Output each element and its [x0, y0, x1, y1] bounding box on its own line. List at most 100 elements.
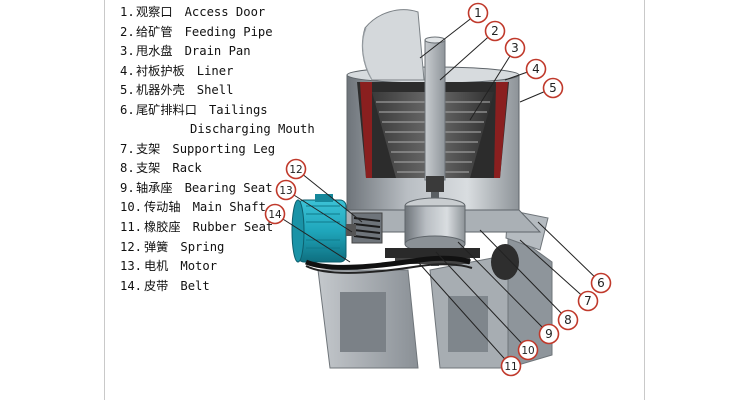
callout-number: 6 — [597, 276, 605, 290]
legend-item-continuation: Discharging Mouth — [120, 120, 315, 140]
legend-number: 4. — [120, 63, 135, 78]
legend-chinese-label: 观察口 — [136, 5, 173, 19]
legend-english-label: Rubber Seat — [192, 220, 274, 235]
legend-english-label: Motor — [180, 259, 218, 274]
callout-number: 13 — [279, 185, 292, 197]
legend-english-label: Access Door — [184, 5, 266, 19]
callout-circle — [557, 309, 579, 331]
callout-circle — [538, 323, 560, 345]
callout-number: 5 — [549, 81, 557, 95]
callout-8: 8 — [557, 309, 579, 331]
legend-english-label: Main Shaft — [192, 200, 266, 215]
legend-number: 12. — [120, 239, 143, 254]
callout-circle — [484, 20, 506, 42]
legend-chinese-label: 轴承座 — [136, 180, 173, 195]
callout-circle — [500, 355, 522, 377]
legend-number: 7. — [120, 141, 135, 156]
callout-number: 1 — [474, 6, 482, 20]
legend-item: 12.弹簧 Spring — [120, 238, 315, 258]
legend-item: 2.给矿管 Feeding Pipe — [120, 23, 315, 43]
callout-circle — [264, 203, 286, 225]
callout-number: 10 — [521, 345, 534, 357]
frame-right-line — [644, 0, 645, 400]
legend-number: 6. — [120, 102, 135, 117]
legend-chinese-label: 机器外壳 — [136, 83, 185, 98]
callout-circle — [542, 77, 564, 99]
feeding-pipe — [424, 36, 446, 181]
legend-chinese-label: 橡胶座 — [144, 220, 181, 235]
legend-english-label: Belt — [180, 278, 210, 293]
legend-english-label: Tailings — [208, 102, 268, 117]
legend-number: 1. — [120, 5, 135, 19]
legend-english-label: Shell — [196, 83, 234, 98]
legend-chinese-label: 甩水盘 — [136, 44, 173, 59]
legend-chinese-label: 皮带 — [144, 278, 169, 293]
legend-english-label: Feeding Pipe — [184, 24, 273, 39]
legend-item: 14.皮带 Belt — [120, 277, 315, 297]
callout-6: 6 — [590, 272, 612, 294]
frame-left-line — [104, 0, 105, 400]
legend-item: 6.尾矿排料口 Tailings — [120, 101, 315, 121]
callout-12: 12 — [285, 158, 307, 180]
legend-item: 11.橡胶座 Rubber Seat — [120, 218, 315, 238]
callout-5: 5 — [542, 77, 564, 99]
callout-circle — [525, 58, 547, 80]
callout-circle — [517, 339, 539, 361]
legend-number: 11. — [120, 220, 143, 235]
legend-chinese-label: 支架 — [136, 141, 161, 156]
access-door — [361, 9, 425, 81]
legend-chinese-label: 电机 — [144, 259, 169, 274]
callout-number: 7 — [584, 294, 592, 308]
callout-circle — [285, 158, 307, 180]
legend-number: 8. — [120, 161, 135, 176]
parts-legend: 1.观察口 Access Door 2.给矿管 Feeding Pipe 3.甩水盘 Dr… — [120, 3, 315, 296]
legend-item: 5.机器外壳 Shell — [120, 81, 315, 101]
legend-chinese-label: 衬板护板 — [136, 63, 185, 78]
legend-chinese-label: 支架 — [136, 161, 161, 176]
legend-item: 8.支架 Rack — [120, 159, 315, 179]
callout-14: 14 — [264, 203, 286, 225]
legend-english-label: Spring — [180, 239, 225, 254]
legend-chinese-label: 给矿管 — [136, 24, 173, 39]
legend-chinese-label: 传动轴 — [144, 200, 181, 215]
legend-number: 9. — [120, 180, 135, 195]
legend-english-label: Discharging Mouth — [190, 122, 315, 137]
legend-number: 13. — [120, 259, 143, 274]
callout-9: 9 — [538, 323, 560, 345]
legend-item: 3.甩水盘 Drain Pan — [120, 42, 315, 62]
callout-2: 2 — [484, 20, 506, 42]
callout-circle — [275, 179, 297, 201]
callout-number: 8 — [564, 313, 572, 327]
bearing-seat — [404, 197, 466, 253]
callout-circle — [577, 290, 599, 312]
callout-number: 11 — [504, 361, 517, 373]
legend-chinese-label: 弹簧 — [144, 239, 169, 254]
legend-number: 5. — [120, 83, 135, 98]
callout-11: 11 — [500, 355, 522, 377]
callout-number: 12 — [289, 164, 302, 176]
motor — [291, 194, 356, 263]
callout-circle — [504, 37, 526, 59]
callout-number: 3 — [511, 41, 519, 55]
legend-item: 1.观察口 Access Door — [120, 3, 315, 23]
legend-number: 10. — [120, 200, 143, 215]
callout-7: 7 — [577, 290, 599, 312]
legend-chinese-label: 尾矿排料口 — [136, 102, 197, 117]
leader-lines — [274, 12, 602, 367]
callout-circle — [590, 272, 612, 294]
legend-number: 2. — [120, 24, 135, 39]
callout-4: 4 — [525, 58, 547, 80]
legend-item: 13.电机 Motor — [120, 257, 315, 277]
legend-number: 3. — [120, 44, 135, 59]
callout-13: 13 — [275, 179, 297, 201]
legend-english-label: Drain Pan — [184, 44, 251, 59]
legend-english-label: Rack — [172, 161, 202, 176]
callout-number: 9 — [545, 327, 553, 341]
legend-item: 10.传动轴 Main Shaft — [120, 198, 315, 218]
legend-number: 14. — [120, 278, 143, 293]
